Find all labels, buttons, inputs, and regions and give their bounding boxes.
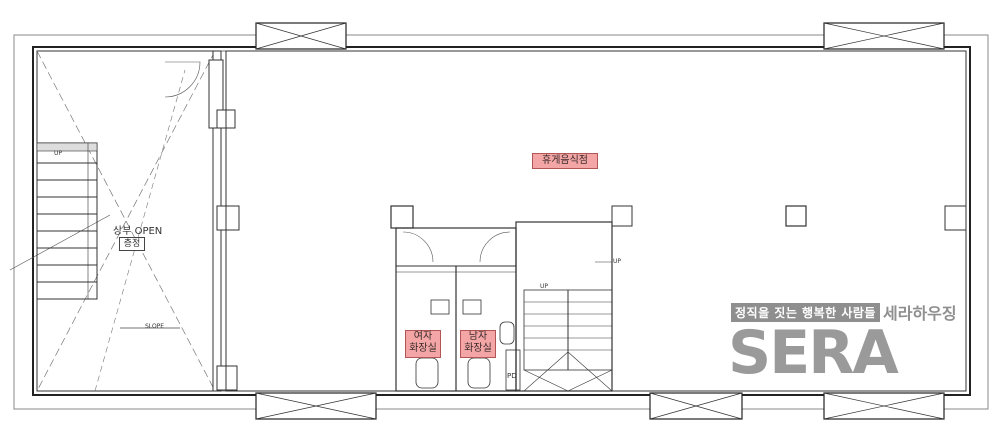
pd-label: PD (507, 372, 517, 380)
right-stair-up-label-2: UP (613, 258, 622, 265)
window-bottom-2 (649, 392, 743, 420)
room-tag-mens-restroom: 남자 화장실 (460, 330, 496, 358)
womens-restroom-line-1: 여자 (413, 331, 433, 342)
ceiling-label: 층정 (119, 237, 145, 251)
slope-label: SLOPE (145, 323, 165, 330)
open-void-area (9, 50, 216, 392)
window-bottom-3 (823, 392, 945, 420)
window-top-left (255, 22, 347, 50)
restroom-block (390, 205, 521, 392)
window-bottom-1 (255, 392, 377, 420)
interior-column-wall (208, 50, 240, 392)
door-swing (164, 61, 201, 98)
watermark-name: 세라하우징 (883, 304, 957, 323)
left-stair (36, 142, 98, 300)
room-tag-restaurant: 휴게음식점 (532, 153, 598, 169)
open-above-label: 상부 OPEN (113, 226, 163, 237)
left-stair-up-label: UP (54, 150, 63, 157)
exterior-wall (32, 46, 971, 396)
mens-restroom-line-2: 화장실 (464, 343, 492, 354)
watermark-tagline: 정직을 짓는 행복한 사람들 (731, 303, 880, 322)
womens-restroom-line-2: 화장실 (409, 343, 437, 354)
window-top-right (823, 22, 945, 50)
right-stair-up-label: UP (540, 283, 549, 290)
mens-restroom-line-1: 남자 (468, 331, 488, 342)
watermark-logo: SERA (728, 318, 899, 388)
sheet-border (13, 34, 989, 410)
right-stair (515, 221, 613, 392)
room-tag-womens-restroom: 여자 화장실 (405, 330, 441, 358)
